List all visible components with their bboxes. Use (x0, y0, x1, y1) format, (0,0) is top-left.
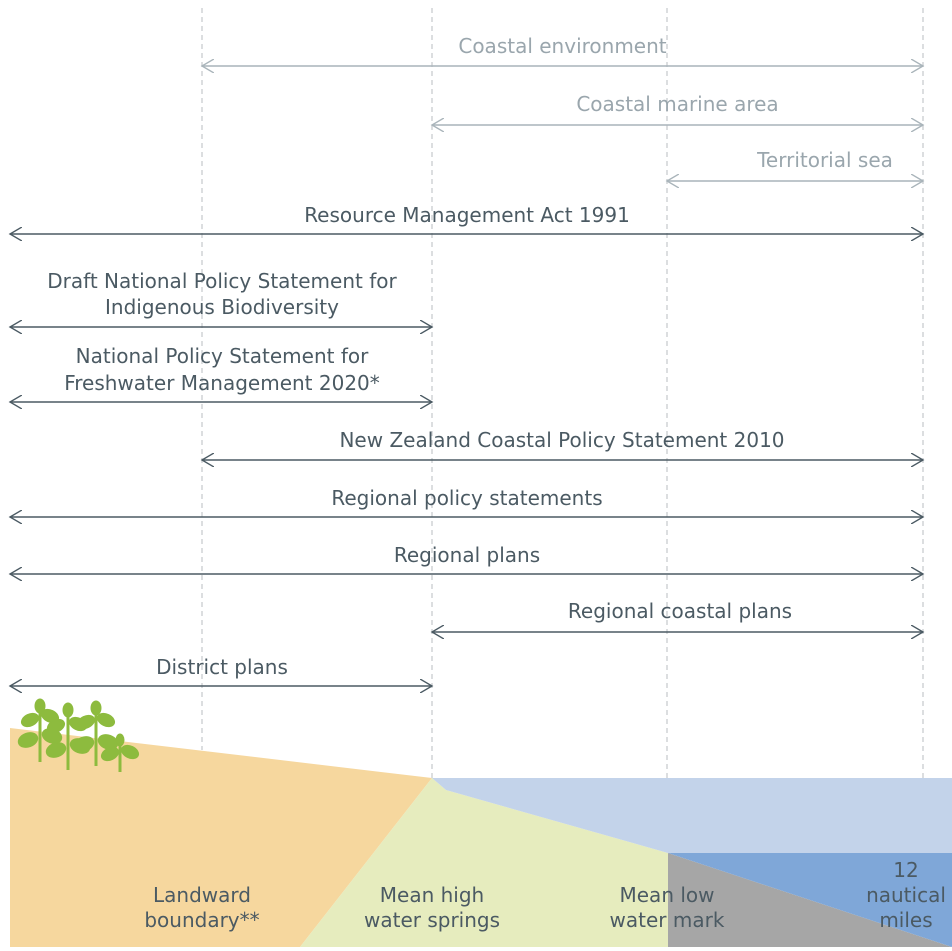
rma-label: Resource Management Act 1991 (304, 203, 630, 227)
coastal-profile (10, 728, 952, 947)
landward-boundary-label: Landward (153, 883, 251, 907)
coastal-marine-area-label: Coastal marine area (576, 92, 778, 116)
landward-boundary-label: boundary** (144, 908, 259, 932)
nps-fm-label: National Policy Statement for (76, 344, 369, 368)
twelve-nm-label: 12 (893, 858, 918, 882)
regional-coastal-plans-label: Regional coastal plans (568, 599, 792, 623)
district-plans-label: District plans (156, 655, 288, 679)
sea-surface-area (432, 778, 952, 853)
intertidal-area (300, 778, 668, 947)
regional-plans-label: Regional plans (394, 543, 540, 567)
plant-cluster-icon (17, 698, 140, 772)
boundary-guides (201, 8, 924, 780)
mlwm-label: water mark (610, 908, 725, 932)
arrows-layer (10, 66, 923, 686)
twelve-nm-label: nautical (866, 883, 946, 907)
mhws-label: water springs (364, 908, 500, 932)
territorial-sea-area (668, 853, 952, 947)
nzcps-label: New Zealand Coastal Policy Statement 201… (339, 428, 784, 452)
nps-ib-label: Draft National Policy Statement for (47, 269, 397, 293)
nps-fm-label: Freshwater Management 2020* (64, 371, 380, 395)
mhws-label: Mean high (380, 883, 484, 907)
coastal-environment-label: Coastal environment (458, 34, 666, 58)
rps-label: Regional policy statements (331, 486, 602, 510)
twelve-nm-label: miles (879, 908, 932, 932)
mlwm-label: Mean low (620, 883, 715, 907)
territorial-sea-label: Territorial sea (756, 148, 893, 172)
nps-ib-label: Indigenous Biodiversity (105, 295, 339, 319)
land-area (10, 728, 432, 947)
